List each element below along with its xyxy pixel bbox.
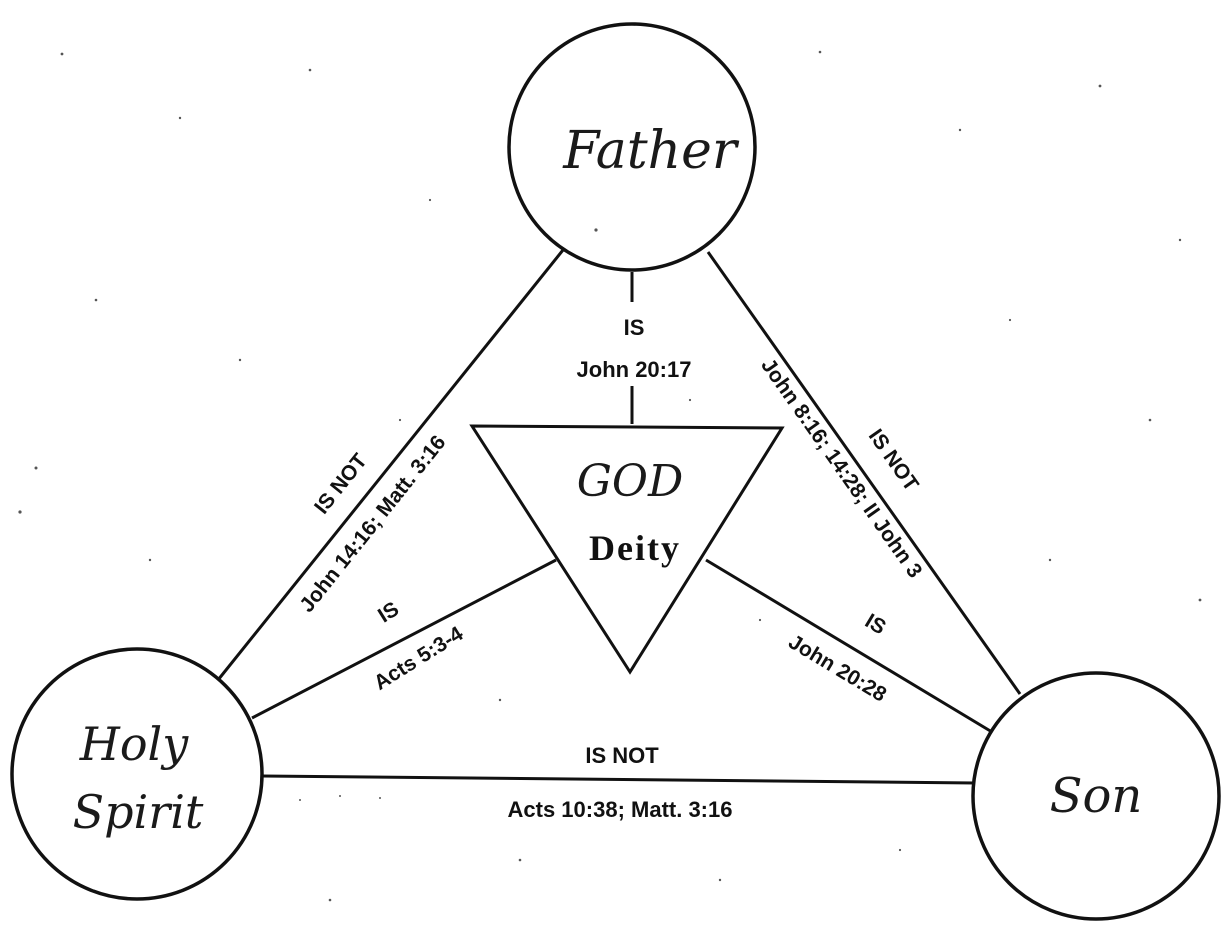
father-node [507,22,757,272]
son-node [971,671,1221,921]
edge-father-god-relation: IS [624,315,645,340]
father-label: Father [562,121,740,181]
edge-son-god-reference: John 20:28 [784,630,890,706]
edge-son-god-relation: IS [861,609,890,639]
god-title: GOD [577,456,684,507]
edge-son-god [705,558,993,734]
god-subtitle: Deity [589,528,681,568]
scan-specks [18,50,1202,902]
holy-spirit-label-line2: Spirit [73,785,204,839]
edge-holy-spirit-son-relation: IS NOT [585,743,659,768]
holy-spirit-node [10,647,264,901]
edge-father-holy-spirit [216,249,565,681]
edge-father-holy-spirit-relation: IS NOT [310,449,372,518]
edge-holy-spirit-son-reference: Acts 10:38; Matt. 3:16 [508,797,733,822]
edge-holy-spirit-son [261,774,976,785]
edge-holy-spirit-god-relation: IS [374,597,403,627]
son-label: Son [1050,768,1143,824]
edge-holy-spirit-god [251,558,557,720]
edge-father-god-reference: John 20:17 [577,357,692,382]
edge-father-holy-spirit-reference: John 14:16; Matt. 3:16 [295,431,450,617]
god-triangle [469,424,785,675]
holy-spirit-label-line1: Holy [79,717,190,771]
edge-father-son [706,251,1022,695]
